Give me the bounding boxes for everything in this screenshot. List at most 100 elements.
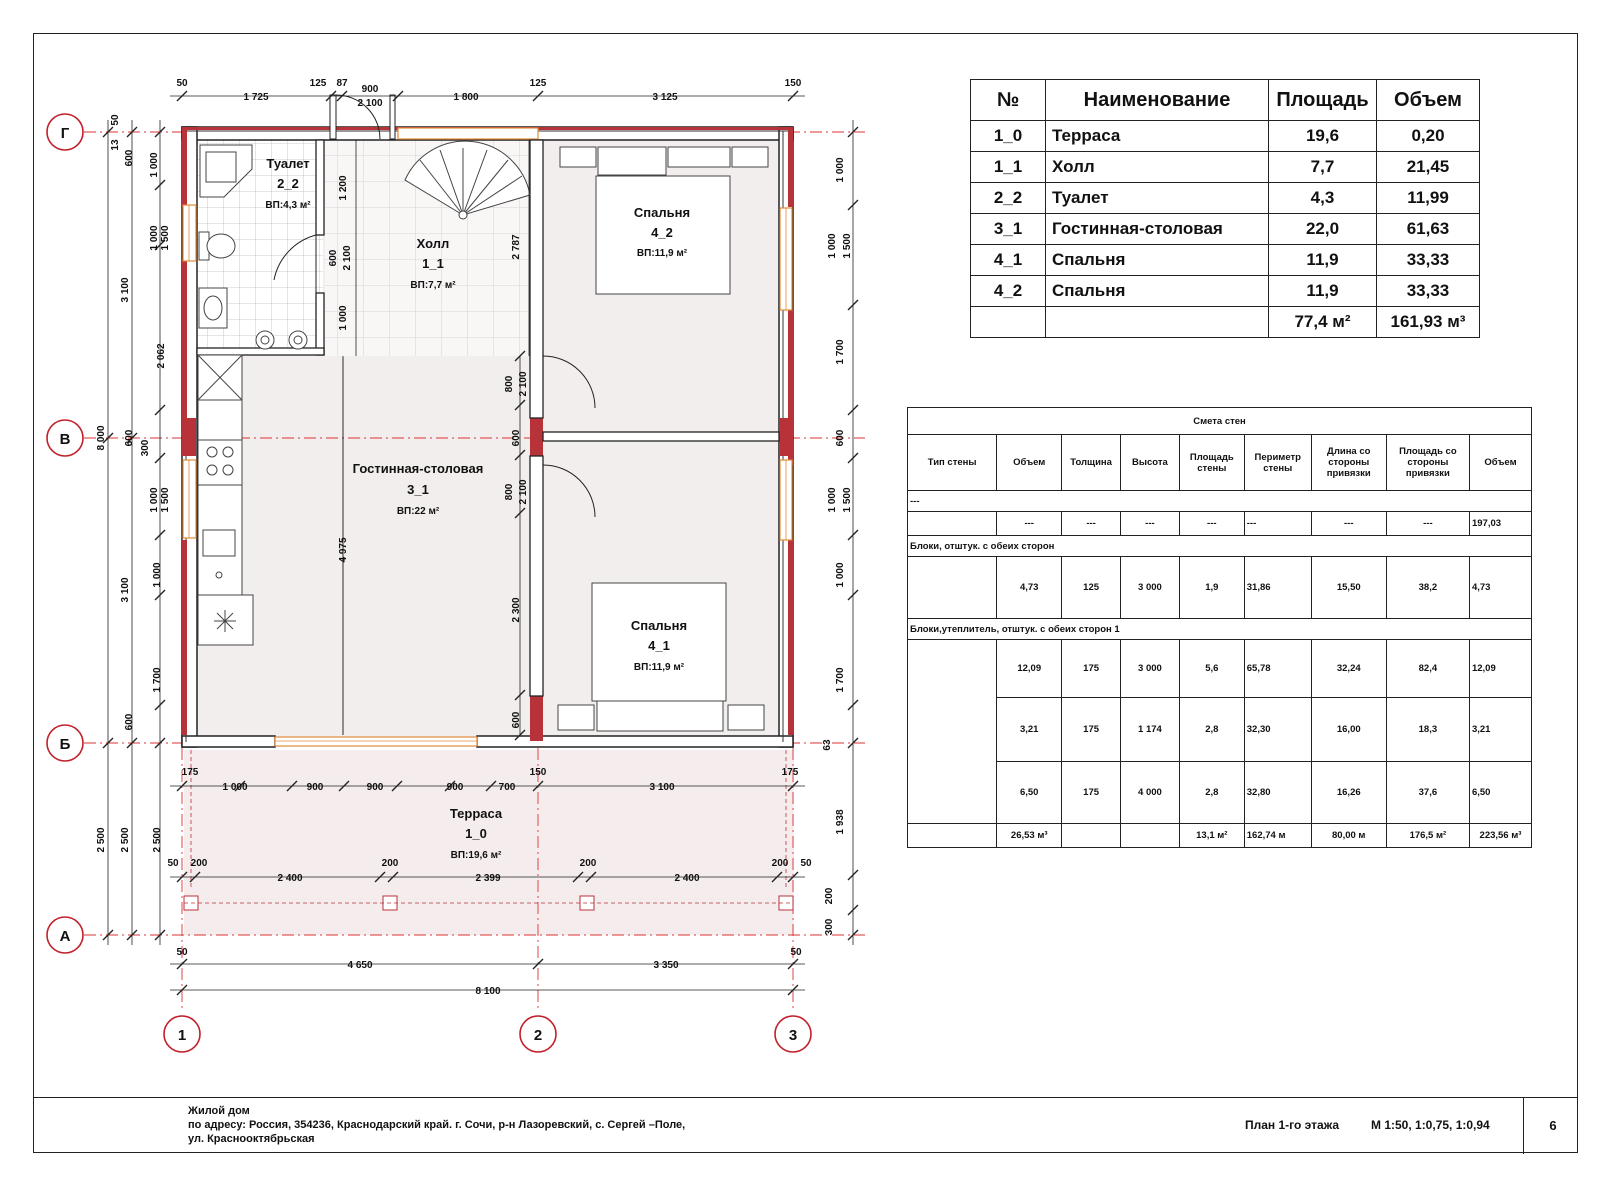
cell: 38,2 bbox=[1385, 556, 1470, 619]
dim-label: 125 bbox=[530, 78, 547, 89]
cell: 1 174 bbox=[1120, 697, 1180, 762]
table-row: 4,73 125 3 000 1,9 31,86 15,50 38,2 4,73 bbox=[906, 556, 1533, 619]
room-volume: 21,45 bbox=[1376, 151, 1480, 183]
room-num: 3_1 bbox=[970, 213, 1046, 245]
dim-label: 3 100 bbox=[120, 577, 131, 602]
dim-label: 200 bbox=[382, 858, 399, 869]
rooms-table: № Наименование Площадь Объем 1_0 Терраса… bbox=[970, 79, 1480, 338]
room-num: 4_2 bbox=[970, 275, 1046, 307]
dim-label: 600 bbox=[328, 249, 339, 266]
cell: 82,4 bbox=[1385, 639, 1470, 698]
room-volume: 0,20 bbox=[1376, 120, 1480, 152]
cell: 3 000 bbox=[1120, 556, 1180, 619]
dim-label: 900 bbox=[362, 84, 379, 95]
table-row: 1_0 Терраса 19,6 0,20 bbox=[970, 120, 1480, 152]
dim-label: 900 bbox=[447, 782, 464, 793]
cell: 16,26 bbox=[1310, 761, 1387, 824]
cell: --- bbox=[1310, 511, 1387, 536]
cell: 1,9 bbox=[1178, 556, 1245, 619]
dim-label: 600 bbox=[124, 149, 135, 166]
dim-label: 1 500 bbox=[842, 233, 853, 258]
dim-label: 2 787 bbox=[511, 234, 522, 259]
dim-label: 150 bbox=[530, 767, 547, 778]
room-area: 22,0 bbox=[1268, 213, 1377, 245]
address-street: ул. Краснооктябрьская bbox=[188, 1133, 315, 1145]
room-num: 1_0 bbox=[970, 120, 1046, 152]
room-living-area: ВП:22 м² bbox=[397, 506, 440, 517]
dim-label: 150 bbox=[785, 78, 802, 89]
room-hall-area: ВП:7,7 м² bbox=[410, 280, 456, 291]
cell: 3,21 bbox=[1468, 697, 1533, 762]
col-header: Длина со стороны привязки bbox=[1310, 434, 1387, 491]
dim-label: 2 100 bbox=[357, 98, 382, 109]
toilet-fixtures bbox=[198, 144, 308, 350]
room-bedroom1-area: ВП:11,9 м² bbox=[634, 662, 685, 673]
dim-label: 600 bbox=[124, 429, 135, 446]
axis-bubble-a bbox=[46, 916, 84, 954]
dim-label: 2 062 bbox=[156, 343, 167, 368]
dim-label: 800 bbox=[504, 375, 515, 392]
room-bedroom2-area: ВП:11,9 м² bbox=[637, 248, 688, 259]
room-area: 4,3 bbox=[1268, 182, 1377, 214]
cell: --- bbox=[1120, 511, 1180, 536]
cell: 32,24 bbox=[1310, 639, 1387, 698]
cell bbox=[906, 511, 998, 536]
cell: 65,78 bbox=[1243, 639, 1312, 698]
dim-label: 3 350 bbox=[653, 960, 678, 971]
col-header: Высота bbox=[1120, 434, 1180, 491]
drawing-frame bbox=[33, 33, 1578, 1153]
room-volume: 61,63 bbox=[1376, 213, 1480, 245]
dim-label: 200 bbox=[191, 858, 208, 869]
axis-bubble-2 bbox=[519, 1015, 557, 1053]
cell: --- bbox=[1178, 511, 1245, 536]
cell: 176,5 м² bbox=[1385, 823, 1470, 848]
col-header: Периметр стены bbox=[1243, 434, 1312, 491]
section-label: Блоки,утеплитель, отштук. с обеих сторон… bbox=[907, 618, 1532, 640]
dim-label: 1 000 bbox=[338, 305, 349, 330]
dim-label: 1 700 bbox=[835, 339, 846, 364]
dim-label: 700 bbox=[499, 782, 516, 793]
room-terrace-name: Терраса bbox=[450, 806, 503, 821]
dim-label: 1 000 bbox=[149, 152, 160, 177]
dim-label: 1 000 bbox=[835, 157, 846, 182]
cell: 4 000 bbox=[1120, 761, 1180, 824]
cell: --- bbox=[1385, 511, 1470, 536]
rooms-table-header: № Наименование Площадь Объем bbox=[970, 79, 1480, 121]
axis-bubble-b bbox=[46, 724, 84, 762]
dim-label: 3 125 bbox=[652, 92, 677, 103]
dim-label: 4 650 bbox=[347, 960, 372, 971]
room-area: 11,9 bbox=[1268, 244, 1377, 276]
dim-label: 87 bbox=[336, 78, 348, 89]
totals-row: 77,4 м² 161,93 м³ bbox=[970, 306, 1480, 338]
table-row: 3_1 Гостинная-столовая 22,0 61,63 bbox=[970, 213, 1480, 245]
cell: 6,50 bbox=[996, 761, 1063, 824]
room-name: Спальня bbox=[1045, 244, 1269, 276]
dim-label: 300 bbox=[140, 439, 151, 456]
axis-bubble-v bbox=[46, 419, 84, 457]
cell: 2,8 bbox=[1178, 697, 1245, 762]
room-num: 2_2 bbox=[970, 182, 1046, 214]
totals-row: 26,53 м³ 13,1 м² 162,74 м 80,00 м 176,5 … bbox=[906, 823, 1533, 848]
terrace-dimension-labels: 175 1 000 900 900 900 700 150 3 100 175 bbox=[182, 767, 799, 793]
room-labels: Туалет 2_2 ВП:4,3 м² Холл 1_1 ВП:7,7 м² … bbox=[265, 156, 690, 861]
col-header-volume: Объем bbox=[1376, 79, 1480, 121]
axis-label-b: Б bbox=[60, 736, 71, 753]
table-row: 4_1 Спальня 11,9 33,33 bbox=[970, 244, 1480, 276]
room-volume: 33,33 bbox=[1376, 244, 1480, 276]
post-dimension-labels: 50 200 2 400 200 2 399 200 2 400 200 50 bbox=[167, 858, 812, 884]
walls-table-title: Смета стен bbox=[907, 407, 1532, 435]
interior-dimension-labels: 1 200 600 2 100 1 000 2 787 2 062 800 2 … bbox=[156, 175, 529, 728]
left-dimension-labels: 8 000 2 500 3 100 3 100 2 500 50 13 600 … bbox=[96, 114, 171, 853]
dim-label: 2 100 bbox=[518, 371, 529, 396]
total-volume: 161,93 м³ bbox=[1376, 306, 1480, 338]
page-number: 6 bbox=[1549, 1118, 1557, 1133]
terrace-floor bbox=[184, 750, 794, 935]
room-volume: 33,33 bbox=[1376, 275, 1480, 307]
cell: 5,6 bbox=[1178, 639, 1245, 698]
dim-label: 50 bbox=[110, 114, 121, 126]
cell: 2,8 bbox=[1178, 761, 1245, 824]
cell: 175 bbox=[1061, 639, 1122, 698]
dim-label: 3 100 bbox=[120, 277, 131, 302]
room-doors bbox=[273, 234, 596, 518]
dim-label: 2 399 bbox=[475, 873, 500, 884]
